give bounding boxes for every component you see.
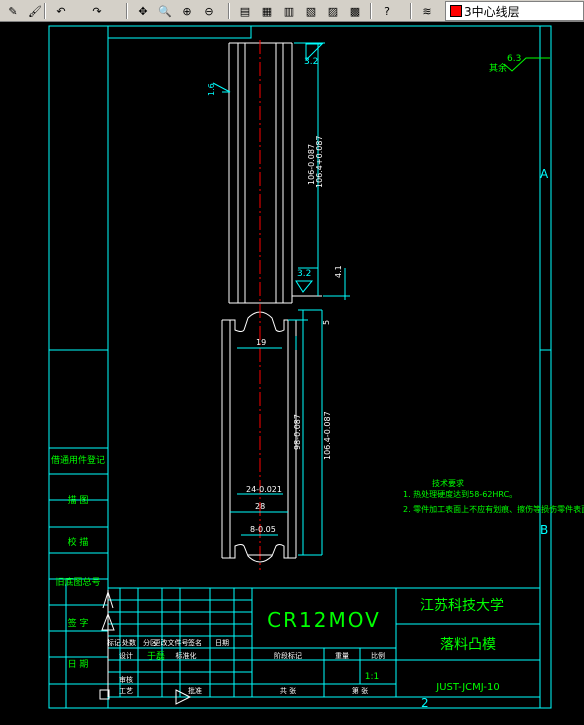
brush-icon[interactable]: 🖌 xyxy=(28,4,42,18)
header-scale: 比例 xyxy=(371,651,385,660)
markup-icon[interactable]: ▨ xyxy=(327,4,339,18)
side-borrow: 借通用件登记 xyxy=(51,454,105,466)
toolbar-separator xyxy=(44,3,46,19)
header-sheets: 共 张 xyxy=(280,686,296,695)
roughness-left: 1.6 xyxy=(207,83,216,96)
header-std: 标准化 xyxy=(176,651,197,660)
dim-total-top: 106-0.087 xyxy=(307,144,316,185)
header-process: 工艺 xyxy=(119,687,133,695)
school-label: 江苏科技大学 xyxy=(420,598,504,614)
side-sign: 签 字 xyxy=(68,617,89,629)
tech-2: 2. 零件加工表面上不应有划痕、擦伤等损伤零件表面的缺陷。 xyxy=(403,504,584,514)
dim-19: 19 xyxy=(256,338,266,347)
layer-manager-icon[interactable]: ≋ xyxy=(422,4,432,18)
redo-icon[interactable]: ↷ xyxy=(92,4,102,18)
dim-106: 106.4-0.087 xyxy=(323,411,332,460)
calculator-icon[interactable]: ▩ xyxy=(349,4,361,18)
sheet-set-icon[interactable]: ▧ xyxy=(305,4,317,18)
layer-color-swatch xyxy=(450,5,462,17)
zoom-realtime-icon[interactable]: 🔍 xyxy=(158,4,172,18)
dim-4: 4.1 xyxy=(334,265,343,278)
toolbar-separator xyxy=(370,3,372,19)
standard-toolbar: ✎ 🖌 ↶ ↷ ✥ 🔍 ⊕ ⊖ ▤ ▦ ▥ ▧ ▨ ▩? ≋ xyxy=(0,0,584,22)
dim-8: 8-0.05 xyxy=(250,525,276,534)
header-approve: 批准 xyxy=(188,686,202,695)
layer-name-label: 3中心线层 xyxy=(464,4,520,19)
part-name-label: 落料凸模 xyxy=(440,637,496,653)
cad-drawing: 借通用件登记 描 图 校 描 旧底图总号 签 字 日 期 A B 2 xyxy=(48,25,584,710)
dim-98: 98-0.087 xyxy=(293,414,302,450)
drawing-canvas[interactable]: 借通用件登记 描 图 校 描 旧底图总号 签 字 日 期 A B 2 xyxy=(0,22,584,721)
header-weight: 重量 xyxy=(335,652,349,660)
header-sheet: 第 张 xyxy=(352,686,368,695)
header-mark: 标记 xyxy=(107,638,121,647)
toolbar-separator xyxy=(126,3,128,19)
dim-24: 24-0.021 xyxy=(246,485,282,494)
roughness-top: 3.2 xyxy=(304,57,318,67)
outer-border xyxy=(48,25,552,709)
side-trace: 描 图 xyxy=(68,494,89,506)
tool-palette-icon[interactable]: ▥ xyxy=(283,4,295,18)
pan-icon[interactable]: ✥ xyxy=(138,4,148,18)
side-proof: 校 描 xyxy=(68,536,89,548)
help-icon[interactable]: ? xyxy=(384,4,390,18)
toolbar-separator xyxy=(410,3,412,19)
properties-icon[interactable]: ▤ xyxy=(239,4,251,18)
material-label: CR12MOV xyxy=(267,608,381,632)
ucs-icon xyxy=(99,590,192,705)
layer-dropdown[interactable]: 3中心线层 xyxy=(445,1,584,21)
header-sign: 签名 xyxy=(188,638,202,647)
header-date: 日期 xyxy=(215,639,229,647)
zoom-previous-icon[interactable]: ⊖ xyxy=(204,4,214,18)
title-block xyxy=(108,587,540,697)
tech-title: 技术要求 xyxy=(432,478,464,488)
part-top-view xyxy=(228,42,322,304)
dim-5: 5 xyxy=(322,320,331,325)
roughness-other: 其余 xyxy=(489,62,507,74)
part-front-view xyxy=(221,311,297,563)
scale-value: 1:1 xyxy=(365,672,379,682)
header-review: 审核 xyxy=(119,675,133,684)
roughness-symbol xyxy=(503,57,550,72)
header-count: 处数 xyxy=(122,638,136,647)
dim-total-top-2: 106.4+0.087 xyxy=(315,135,324,188)
toolbar-separator xyxy=(228,3,230,19)
zone-b: B xyxy=(540,523,548,537)
top-left-box xyxy=(107,25,252,39)
zoom-window-icon[interactable]: ⊕ xyxy=(182,4,192,18)
pencil-icon[interactable]: ✎ xyxy=(8,4,18,18)
tech-1: 1. 热处理硬度达到58-62HRC。 xyxy=(403,489,517,499)
zone-a: A xyxy=(540,167,549,181)
header-stage: 阶段标记 xyxy=(274,651,302,660)
designer-name: 于磊 xyxy=(147,651,165,662)
side-date: 日 期 xyxy=(68,659,89,670)
header-change: 更改文件号 xyxy=(154,638,189,647)
side-old-no: 旧底图总号 xyxy=(55,576,100,588)
header-design: 设计 xyxy=(119,651,133,660)
roughness-other-value: 6.3 xyxy=(507,54,521,64)
header-zone: 分区 xyxy=(143,638,157,647)
dim-28: 28 xyxy=(255,502,265,511)
design-center-icon[interactable]: ▦ xyxy=(261,4,273,18)
undo-icon[interactable]: ↶ xyxy=(56,4,66,18)
roughness-mid: 3.2 xyxy=(297,269,311,279)
zone-2: 2 xyxy=(421,696,429,710)
drawing-number: JUST-JCMJ-10 xyxy=(435,682,499,693)
